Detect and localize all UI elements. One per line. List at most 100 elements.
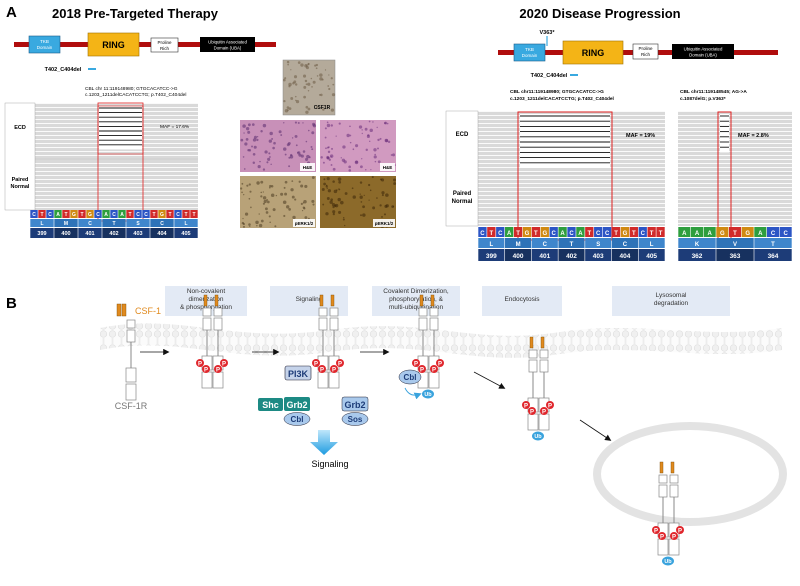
- tissue-cell: [361, 129, 363, 131]
- tissue-cell: [265, 211, 269, 214]
- tissue-cell: [352, 148, 355, 151]
- position-number: 400: [61, 231, 70, 237]
- phospho-label: P: [548, 404, 552, 410]
- receptor-domain: [318, 307, 328, 317]
- receptor-domain: [329, 317, 339, 331]
- tissue-cell: [344, 192, 348, 195]
- tissue-cell: [260, 130, 263, 133]
- tissue-cell: [319, 77, 323, 81]
- tissue-cell: [260, 195, 263, 198]
- grb2-label-1: Grb2: [286, 400, 307, 410]
- tissue-cell: [287, 141, 291, 145]
- tissue-cell: [338, 180, 342, 184]
- tissue-cell: [286, 60, 290, 64]
- stage-label: Lysosomal: [656, 292, 687, 299]
- nucleotide-letter: G: [160, 212, 164, 218]
- tissue-cell: [360, 214, 362, 217]
- stage-label: Endocytosis: [504, 296, 540, 303]
- phospho-marker: [546, 401, 554, 409]
- tissue-cell: [368, 183, 371, 187]
- ligand-bar: [430, 294, 435, 307]
- tissue-cell: [343, 160, 347, 164]
- csf1r-receptor: [668, 461, 680, 556]
- amino-acid-letter: T: [112, 221, 115, 227]
- right-panel-title: 2020 Disease Progression: [519, 6, 680, 21]
- amino-acid-cell: [126, 219, 150, 227]
- deletion-region: [720, 114, 729, 153]
- tissue-cell: [259, 160, 261, 163]
- receptor-kinase-domain: [212, 371, 224, 389]
- tissue-cell: [392, 153, 396, 157]
- tissue-cell: [269, 131, 273, 136]
- receptor-kinase-domain: [668, 538, 680, 556]
- nucleotide-letter: T: [516, 231, 520, 237]
- receptor-domain: [658, 474, 668, 484]
- receptor-domain: [528, 349, 538, 359]
- tissue-cell: [302, 150, 306, 153]
- tissue-cell: [264, 207, 268, 211]
- tissue-cell: [326, 155, 330, 159]
- nucleotide-letter: G: [745, 231, 750, 237]
- nucleotide-cell: [558, 227, 567, 237]
- tissue-cell: [266, 199, 268, 201]
- tissue-cell: [287, 63, 289, 66]
- tissue-cell: [330, 164, 333, 166]
- tissue-cell: [331, 93, 336, 97]
- tissue-cell: [328, 158, 331, 161]
- nucleotide-letter: T: [587, 231, 591, 237]
- tissue-cell: [311, 131, 315, 135]
- tissue-cell: [266, 161, 269, 164]
- tissue-cell: [305, 83, 308, 86]
- ligand-bar: [529, 336, 534, 349]
- nucleotide-letter: A: [578, 231, 583, 237]
- ubiquitin-label: Ub: [664, 559, 672, 565]
- phospho-marker: [670, 532, 678, 540]
- tissue-cell: [242, 124, 246, 128]
- nucleotide-letter: C: [552, 231, 557, 237]
- tissue-cell: [305, 105, 309, 109]
- tissue-cell: [248, 148, 252, 152]
- nucleotide-letter: T: [490, 231, 494, 237]
- tissue-cell: [260, 191, 263, 194]
- tissue-cell: [258, 223, 263, 228]
- tissue-cell: [376, 126, 378, 129]
- ubiquitin-label: Ub: [424, 392, 432, 398]
- phospho-label: P: [678, 529, 682, 535]
- tissue-cell: [300, 63, 304, 67]
- nucleotide-cell: [656, 227, 665, 237]
- amino-acid-cell: [174, 219, 198, 227]
- tissue-cell: [331, 147, 334, 150]
- amino-acid-cell: [150, 219, 174, 227]
- left-paired-label-1: Paired: [12, 177, 29, 183]
- receptor-domain: [213, 307, 223, 317]
- tissue-cell: [384, 138, 389, 143]
- uba-label-line1: Ubiquitin Associated: [208, 40, 247, 45]
- nucleotide-letter: G: [542, 231, 547, 237]
- tissue-cell: [297, 121, 300, 124]
- position-cell: [754, 249, 792, 261]
- nucleotide-cell: [690, 227, 704, 237]
- left-panel-title: 2018 Pre-Targeted Therapy: [52, 6, 219, 21]
- nucleotide-cell: [46, 210, 54, 218]
- position-number: 400: [513, 253, 524, 260]
- tissue-cell: [262, 191, 264, 193]
- tissue-cell: [377, 147, 379, 150]
- tissue-cell: [252, 161, 256, 164]
- tissue-cell: [326, 146, 330, 149]
- ligand-bar: [540, 336, 545, 349]
- tissue-cell: [344, 224, 346, 227]
- tissue-cell: [278, 130, 282, 134]
- phospho-marker: [658, 532, 666, 540]
- phospho-label: P: [432, 368, 436, 374]
- tissue-cell: [272, 146, 275, 150]
- phospho-marker: [330, 365, 338, 373]
- receptor-kinase-domain: [201, 371, 213, 389]
- tissue-cell: [355, 144, 359, 148]
- phospho-label: P: [654, 529, 658, 535]
- stage-label: phosphorylation, &: [389, 296, 444, 303]
- nucleotide-letter: A: [682, 231, 687, 237]
- amino-acid-cell: [505, 238, 532, 248]
- position-cell: [585, 249, 612, 261]
